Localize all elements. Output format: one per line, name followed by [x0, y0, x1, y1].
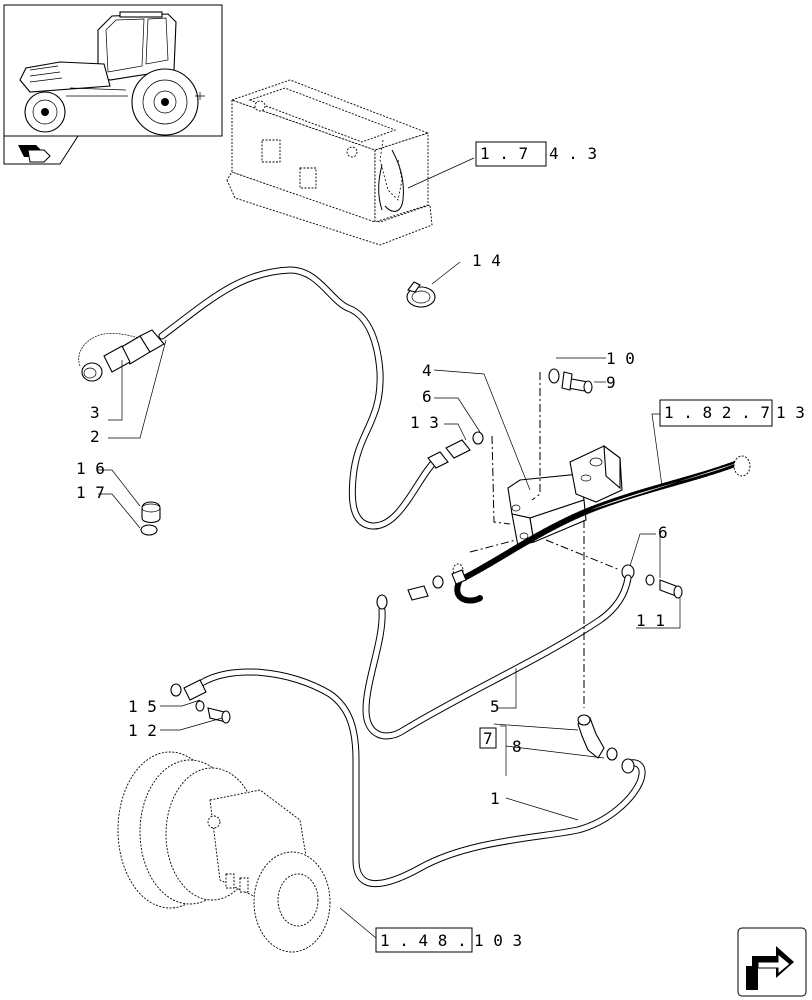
axle-reference[interactable]: 1 . 4 8 . 1 0 3: [375, 927, 522, 953]
kit-reference[interactable]: 7: [479, 727, 497, 749]
hose-1: [183, 668, 646, 887]
callout-labels: 1 4 1 0 9 4 6 1 3 3 2 1 6 1 7 6 1 1 5 8 …: [76, 251, 668, 808]
elbow-fitting-8: [577, 714, 635, 774]
upper-hose: [158, 266, 440, 530]
alignment-lines: [469, 372, 621, 708]
battery-ref-tail-text: 4 . 3: [549, 144, 597, 163]
callout-1: 1: [490, 789, 500, 808]
quick-coupler: [78, 329, 165, 382]
callout-12: 1 2: [128, 721, 157, 740]
fitting-13: [427, 431, 484, 469]
callout-6a: 6: [422, 387, 432, 406]
battery-ref-box-text: 1 . 7: [480, 144, 528, 163]
callout-16: 1 6: [76, 459, 105, 478]
callout-13: 1 3: [410, 413, 439, 432]
callout-9: 9: [606, 373, 616, 392]
callout-6b: 6: [658, 523, 668, 542]
callout-17: 1 7: [76, 483, 105, 502]
valve-ref-box-text: 1 . 8 2 . 7: [664, 403, 770, 422]
callout-4: 4: [422, 361, 432, 380]
kit-box-text: 7: [483, 729, 493, 748]
axle-housing-drawing: [117, 751, 331, 953]
fittings-12-15: [170, 683, 231, 724]
valve-reference[interactable]: 1 . 8 2 . 7 1 3: [659, 399, 805, 427]
callout-2: 2: [90, 427, 100, 446]
callout-15: 1 5: [128, 697, 157, 716]
leader-lines: [98, 157, 681, 939]
callout-3: 3: [90, 403, 100, 422]
screws-11: [407, 564, 683, 601]
valve-ref-tail-text: 1 3: [776, 403, 805, 422]
hose-5: [362, 574, 632, 740]
valve-block: [507, 444, 623, 547]
callout-5: 5: [490, 697, 500, 716]
hose-clamp: [406, 281, 436, 308]
battery-drawing: [226, 79, 433, 246]
callout-8: 8: [512, 737, 522, 756]
battery-reference[interactable]: 1 . 7 4 . 3: [475, 141, 597, 167]
battery-cable: [378, 149, 404, 212]
axle-ref-tail-text: 1 0 3: [474, 931, 522, 950]
plug-fitting: [140, 501, 161, 536]
callout-14: 1 4: [472, 251, 501, 270]
callout-10: 1 0: [606, 349, 635, 368]
next-page-arrow-icon[interactable]: [737, 927, 807, 997]
tractor-thumbnail-icon[interactable]: [3, 4, 223, 137]
axle-ref-box-text: 1 . 4 8 .: [380, 931, 467, 950]
section-arrow-icon[interactable]: [3, 135, 79, 165]
dashed-hose-reference: [452, 455, 751, 604]
callout-11: 1 1: [636, 611, 665, 630]
screw-9: [548, 368, 593, 394]
